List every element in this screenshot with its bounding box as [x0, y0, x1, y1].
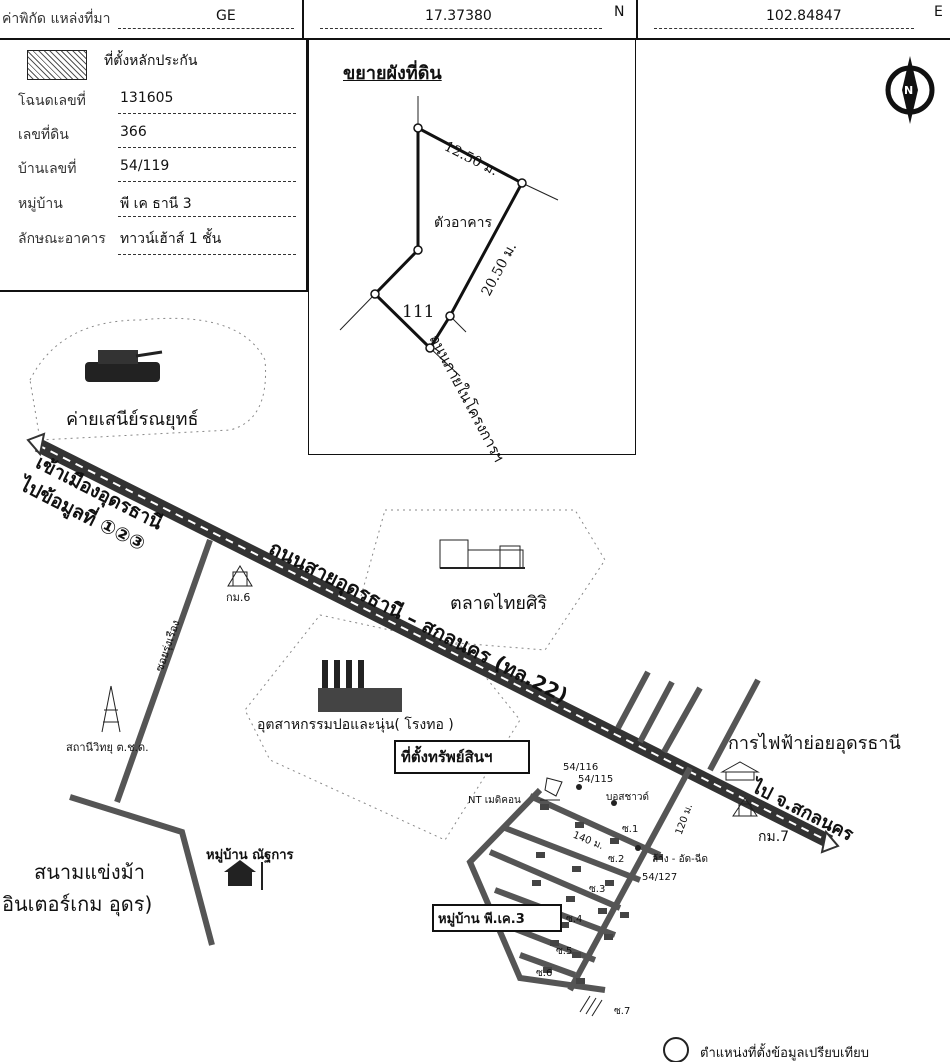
header-bar — [0, 0, 950, 40]
village-value: พี เค ธานี 3 — [120, 196, 192, 212]
racecourse-label-1: สนามแข่งม้า — [34, 860, 146, 884]
highway-road — [26, 432, 840, 854]
deed-label: โฉนดเลขที่ — [18, 93, 86, 109]
longitude-dir: E — [934, 4, 943, 20]
land-no-label: เลขที่ดิน — [18, 127, 69, 143]
village-pk3-label: หมู่บ้าน พี.เค.3 — [438, 912, 525, 927]
racecourse-label-2: อินเตอร์เกม อุดร) — [2, 892, 153, 916]
km6-label: กม.6 — [226, 591, 251, 604]
land-no-value: 366 — [120, 124, 147, 140]
market-label: ตลาดไทยศิริ — [450, 593, 548, 614]
soi-3-label: ซ.3 — [589, 884, 606, 895]
km7-icon — [732, 797, 758, 817]
electric-station-icon — [720, 761, 760, 781]
soi-6-label: ซ.6 — [536, 968, 553, 979]
soi-2-label: ซ.2 — [608, 854, 625, 865]
car-wash-label: ล้าง - อัด-ฉีด — [652, 854, 709, 865]
legend-bottom-border — [0, 290, 308, 292]
house-palm-icon — [224, 860, 263, 890]
tank-icon — [85, 350, 163, 382]
soi-5-label: ซ.5 — [556, 946, 573, 957]
market-icon — [439, 539, 525, 569]
house-no-value: 54/119 — [120, 158, 170, 174]
property-location-box — [394, 740, 530, 774]
km7-label: กม.7 — [758, 829, 790, 845]
plot-detail-box — [308, 38, 636, 455]
plot-parcel-number: 111 — [402, 302, 435, 322]
plot-building-label: ตัวอาคาร — [434, 215, 492, 231]
footnote-label: ตำแหน่งที่ตั้งข้อมูลเปรียบเทียบ — [700, 1046, 869, 1061]
source-value: GE — [216, 8, 236, 24]
house-54-127: 54/127 — [642, 872, 678, 883]
longitude-value: 102.84847 — [766, 8, 842, 24]
compass-north-label: N — [904, 84, 914, 97]
coord-source-label: ค่าพิกัด แหล่งที่มา — [2, 11, 111, 27]
property-location-label: ที่ตั้งทรัพย์สินฯ — [401, 748, 493, 766]
camp-label: ค่ายเสนีย์รณยุทธ์ — [66, 409, 199, 430]
bosch-label: บอสชาวด์ — [606, 792, 649, 803]
factory-icon — [318, 660, 402, 712]
village-label: หมู่บ้าน — [18, 196, 63, 212]
house-54-116: 54/116 — [563, 762, 599, 773]
radio-tower-icon — [101, 685, 121, 733]
soi-7-label: ซ.7 — [614, 1006, 631, 1017]
village-natthakan-label: หมู่บ้าน ณัฐการ — [206, 848, 294, 863]
km6-icon — [227, 565, 253, 587]
plot-title: ขยายผังที่ดิน — [343, 63, 442, 84]
building-type-value: ทาวน์เฮ้าส์ 1 ชั้น — [120, 231, 222, 247]
radio-station-label: สถานีวิทยุ ต.ช.ด. — [66, 741, 149, 754]
legend-right-border — [306, 38, 308, 292]
house-no-label: บ้านเลขที่ — [18, 161, 77, 177]
legend-marker-label: ที่ตั้งหลักประกัน — [104, 53, 198, 69]
village-pk3-box — [432, 904, 562, 932]
latitude-value: 17.37380 — [425, 8, 492, 24]
soi-1-label: ซ.1 — [622, 824, 639, 835]
divider — [636, 0, 638, 38]
nt-medicon-label: NT เมดิคอน — [468, 795, 521, 806]
soi-4-label: ซ.4 — [566, 914, 583, 925]
divider — [302, 0, 304, 38]
industry-label: อุตสาหกรรมปอและนุ่น( โรงทอ ) — [257, 717, 454, 733]
collateral-hatch-icon — [27, 50, 87, 80]
deed-value: 131605 — [120, 90, 174, 106]
building-type-label: ลักษณะอาคาร — [18, 231, 106, 247]
latitude-dir: N — [614, 4, 625, 20]
house-54-115: 54/115 — [578, 774, 614, 785]
electric-label: การไฟฟ้าย่อยอุดรธานี — [728, 733, 901, 754]
